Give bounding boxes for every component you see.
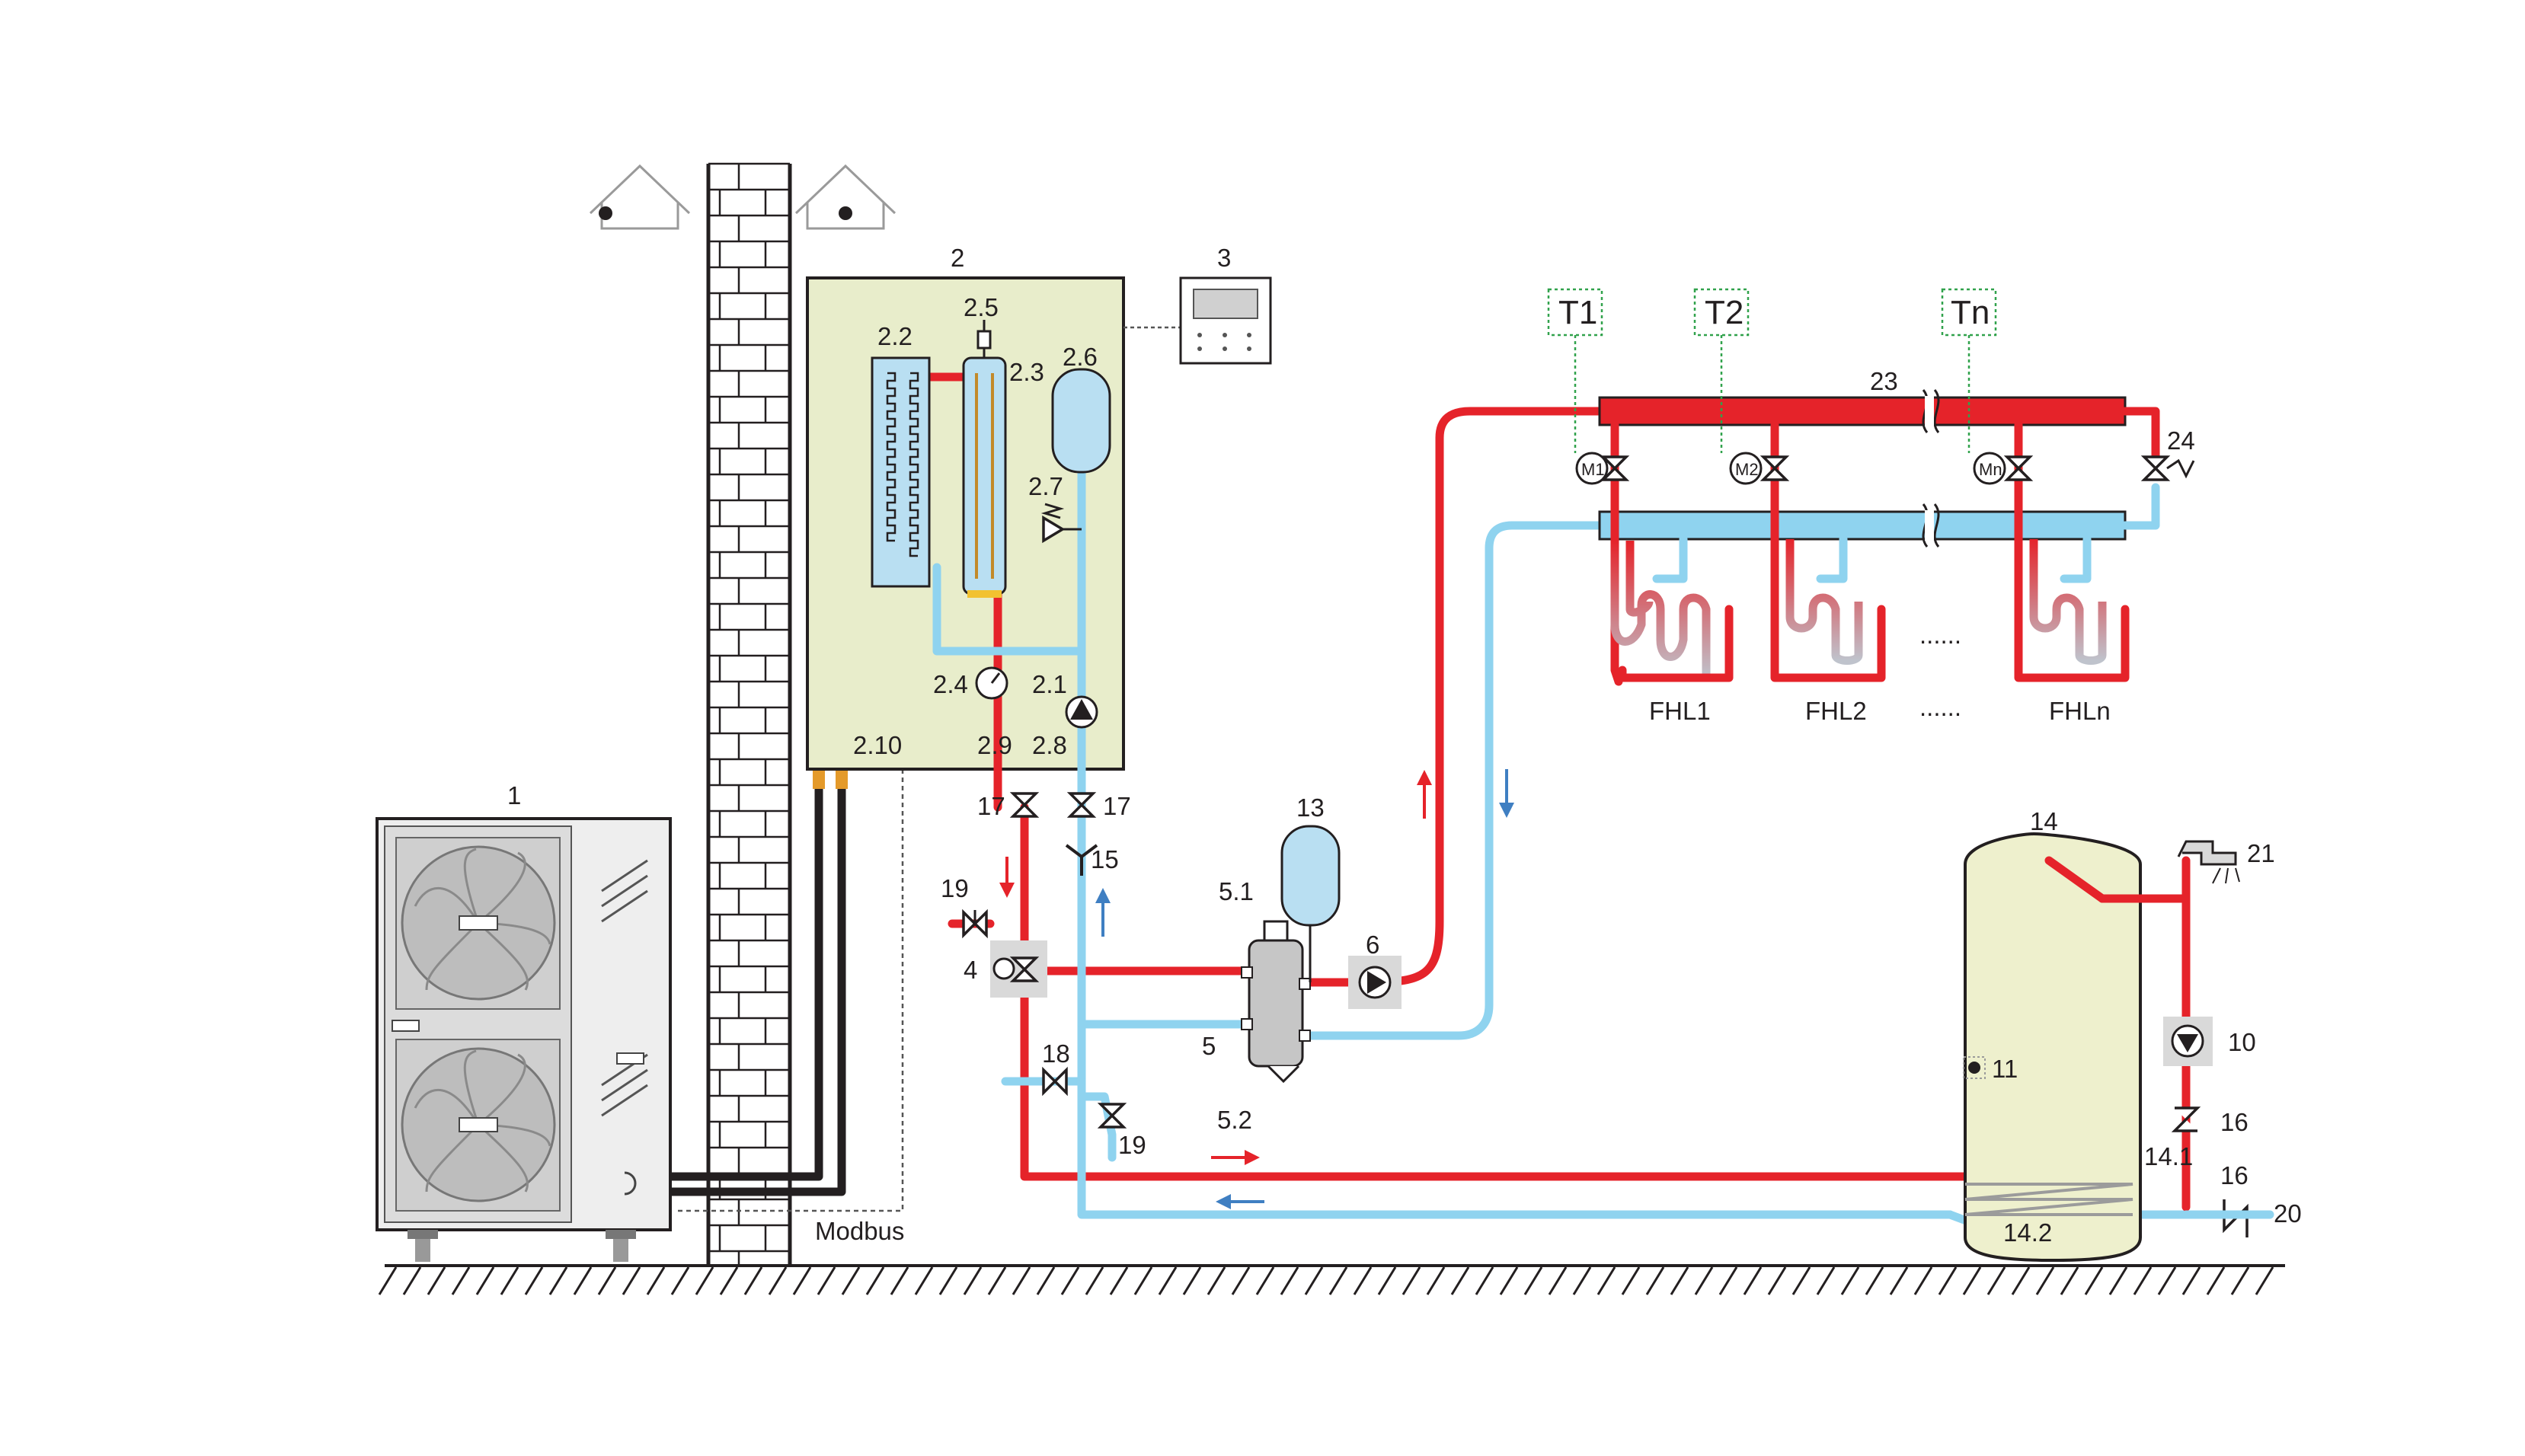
- thermostat-boxes: [1547, 288, 1997, 337]
- outdoor-unit: [376, 817, 672, 1262]
- dhw-tank: [1963, 832, 2142, 1263]
- label-controller: 3: [1217, 244, 1231, 272]
- label-drain: 5.2: [1217, 1106, 1252, 1134]
- air-purge-valve: [976, 320, 992, 358]
- label-shutoff-right: 17: [1103, 792, 1131, 820]
- drain-valve-left: [962, 908, 988, 939]
- backup-heater: [962, 356, 1007, 598]
- floor-loop-1: [1610, 420, 1734, 686]
- label-backup-heater: 2.3: [1009, 358, 1044, 386]
- shutoff-valve-hot: [1009, 792, 1040, 818]
- label-balance-tank: 5: [1202, 1032, 1216, 1060]
- label-safety-valve: 2.7: [1028, 472, 1063, 500]
- label-motor-valve-2: M2: [1735, 460, 1759, 479]
- label-ellipsis-lower: ......: [1919, 693, 1961, 721]
- label-motor-valve-1: M1: [1581, 460, 1605, 479]
- motor-valve-m1: [1575, 452, 1630, 485]
- label-tank-coil-in: 14.1: [2144, 1142, 2193, 1170]
- expansion-tank-internal: [1051, 368, 1111, 474]
- fan-bottom: [395, 1039, 561, 1212]
- label-hot-tap: 21: [2247, 839, 2275, 867]
- three-way-valve: [990, 940, 1047, 998]
- plate-heat-exchanger: [871, 356, 931, 588]
- drain-valve-bottom: [1097, 1103, 1127, 1129]
- flow-arrows: [999, 769, 1514, 1209]
- label-drain-bottom: 19: [1118, 1131, 1146, 1159]
- label-drain-left: 19: [941, 874, 969, 902]
- label-bypass: 24: [2167, 426, 2195, 455]
- label-tank-coil-out: 14.2: [2003, 1218, 2052, 1247]
- ground: [378, 1264, 2285, 1295]
- label-thermostat-1: T1: [1558, 294, 1597, 331]
- label-water-out: 2.9: [977, 731, 1012, 759]
- label-floor-loop-1: FHL1: [1649, 697, 1711, 725]
- manifold: [1598, 389, 2160, 548]
- label-fill-valve: 18: [1042, 1039, 1070, 1068]
- thermostat-links: [1574, 335, 1970, 453]
- circulation-pump: [1348, 956, 1402, 1009]
- label-water-in: 2.8: [1032, 731, 1067, 759]
- shutoff-valve-cold: [1066, 792, 1097, 818]
- bypass-valve: [2140, 455, 2195, 481]
- label-floor-loop-n: FHLn: [2049, 697, 2111, 725]
- label-pump-c: 6: [1366, 931, 1379, 959]
- label-thermostat-2: T2: [1705, 294, 1744, 331]
- label-manifold: 23: [1870, 367, 1898, 395]
- internal-pump: [1065, 695, 1098, 729]
- label-refrigerant: 2.10: [853, 731, 902, 759]
- hot-water-tap: [2177, 840, 2240, 884]
- label-heat-exchanger: 2.2: [877, 322, 913, 350]
- label-tank-sensor: 11: [1992, 1055, 2018, 1083]
- wired-controller: [1179, 276, 1272, 365]
- label-expansion-vessel: 13: [1296, 793, 1325, 822]
- labels: 1 2 3 2.2 2.5 2.3 2.6 2.7 2.4 2.1 2.10 2…: [507, 244, 2302, 1247]
- label-filter: 15: [1091, 845, 1119, 873]
- label-dhw-tank: 14: [2030, 807, 2058, 835]
- motor-valve-mn: [1973, 452, 2034, 485]
- label-modbus: Modbus: [815, 1217, 904, 1245]
- fill-valve: [1042, 1066, 1068, 1097]
- label-thermostat-n: Tn: [1951, 294, 1990, 331]
- label-hydro-box: 2: [951, 244, 964, 272]
- label-three-way-valve: 4: [964, 956, 977, 984]
- label-cold-water: 20: [2274, 1199, 2302, 1228]
- dhw-hot-line: [2098, 856, 2191, 1212]
- label-air-purge: 2.5: [964, 293, 999, 321]
- check-valve-upper: [2171, 1106, 2201, 1132]
- brick-wall: [706, 162, 792, 1266]
- label-pump-i: 2.1: [1032, 670, 1067, 698]
- floor-loop-2: [1770, 420, 1886, 682]
- motor-valve-m2: [1729, 452, 1790, 485]
- label-motor-valve-n: Mn: [1979, 460, 2002, 479]
- hydro-box: [806, 276, 1181, 812]
- label-ellipsis-upper: ......: [1919, 621, 1961, 649]
- balance-tank: [1241, 920, 1311, 1084]
- expansion-vessel: [1280, 825, 1341, 982]
- label-check-upper: 16: [2220, 1108, 2249, 1136]
- fan-top: [395, 837, 561, 1010]
- indoor-house-icon: [794, 164, 897, 230]
- pressure-gauge: [975, 666, 1008, 700]
- label-shutoff-left: 17: [977, 792, 1005, 820]
- y-filter: [1065, 844, 1098, 876]
- safety-valve: [1040, 503, 1082, 544]
- floor-loop-n: [2014, 420, 2130, 682]
- label-outdoor-unit: 1: [507, 781, 521, 809]
- label-air-vent: 5.1: [1219, 877, 1254, 905]
- label-pressure-gauge: 2.4: [933, 670, 968, 698]
- label-expansion-tank: 2.6: [1063, 343, 1098, 371]
- outdoor-house-icon: [589, 164, 691, 230]
- label-check-lower: 16: [2220, 1161, 2249, 1189]
- label-dhw-pump: 10: [2228, 1028, 2256, 1056]
- label-floor-loop-2: FHL2: [1805, 697, 1867, 725]
- dhw-pump: [2163, 1017, 2213, 1066]
